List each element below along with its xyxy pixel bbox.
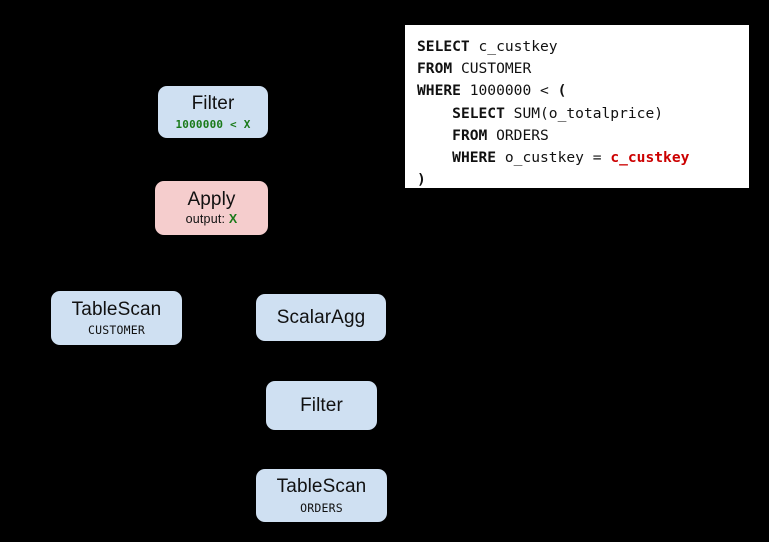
sql-identifier: o_custkey =	[496, 148, 611, 166]
plan-node-title: TableScan	[276, 476, 367, 497]
sql-keyword: FROM	[452, 126, 488, 144]
sql-identifier	[417, 127, 452, 144]
sql-line: SELECT c_custkey	[417, 36, 735, 58]
sql-keyword: )	[417, 171, 426, 189]
sql-line: WHERE o_custkey = c_custkey	[417, 147, 735, 169]
plan-node-filter-top[interactable]: Filter 1000000 < X	[158, 86, 268, 138]
sql-identifier	[417, 149, 452, 166]
plan-node-title: Filter	[191, 92, 235, 114]
sql-correlated-column: c_custkey	[610, 148, 690, 166]
plan-node-title: TableScan	[71, 298, 162, 320]
sql-line: FROM CUSTOMER	[417, 58, 735, 80]
plan-node-subtitle: output: X	[185, 211, 238, 226]
sql-keyword: (	[557, 82, 567, 100]
sql-identifier: CUSTOMER	[452, 60, 532, 78]
sql-identifier: 1000000 <	[460, 82, 558, 100]
plan-node-subtitle-value: X	[228, 211, 238, 226]
sql-keyword: WHERE	[452, 148, 497, 166]
plan-node-subtitle-label: output:	[185, 211, 226, 226]
sql-keyword: SELECT	[452, 104, 505, 122]
plan-node-subtitle: ORDERS	[300, 500, 343, 515]
sql-line: WHERE 1000000 < (	[417, 80, 735, 102]
sql-keyword: FROM	[417, 60, 453, 78]
sql-line: SELECT SUM(o_totalprice)	[417, 103, 735, 125]
sql-keyword: WHERE	[417, 82, 461, 100]
sql-line: )	[417, 169, 735, 191]
plan-node-subtitle: 1000000 < X	[175, 117, 251, 131]
sql-identifier	[417, 105, 452, 122]
plan-node-filter-inner[interactable]: Filter	[266, 381, 377, 430]
sql-line: FROM ORDERS	[417, 125, 735, 147]
sql-keyword: SELECT	[417, 38, 470, 55]
sql-identifier: SUM(o_totalprice)	[504, 104, 664, 122]
plan-node-scalaragg[interactable]: ScalarAgg	[256, 294, 386, 341]
plan-node-title: Filter	[300, 394, 343, 416]
sql-identifier: c_custkey	[469, 38, 558, 55]
sql-identifier: ORDERS	[487, 126, 549, 144]
plan-node-title: Apply	[187, 188, 236, 210]
plan-node-title: ScalarAgg	[276, 306, 366, 328]
plan-node-subtitle: CUSTOMER	[88, 323, 145, 338]
